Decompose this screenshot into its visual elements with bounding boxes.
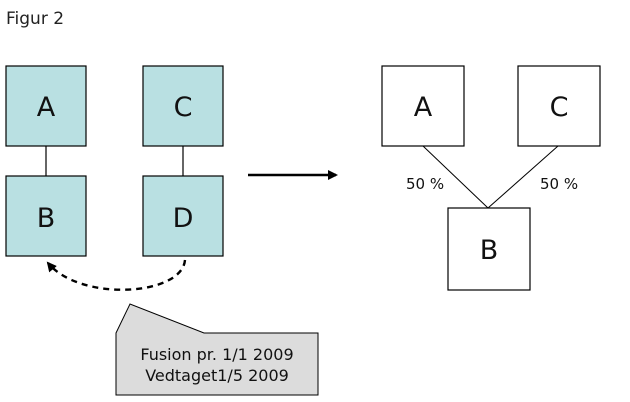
box-a-before-label: A	[37, 92, 56, 123]
box-d-before	[142, 175, 224, 257]
figure-title: Figur 2	[6, 9, 65, 29]
box-a-after-label: A	[414, 92, 433, 123]
ownership-pct-c: 50 %	[540, 175, 578, 193]
box-d-before-label: D	[173, 203, 194, 234]
box-b-before	[5, 175, 87, 257]
ownership-line-c-b	[487, 145, 559, 209]
box-c-after	[517, 65, 601, 147]
box-a-after	[381, 65, 465, 147]
box-c-before	[142, 65, 224, 147]
ownership-pct-a: 50 %	[406, 175, 444, 193]
merger-callout: Fusion pr. 1/1 2009 Vedtaget1/5 2009	[115, 303, 319, 396]
after-structure: A C B 50 % 50 %	[381, 65, 601, 291]
box-c-before-label: C	[174, 92, 193, 123]
box-a-before	[5, 65, 87, 147]
callout-line-1: Fusion pr. 1/1 2009	[140, 345, 293, 364]
merger-dashed-arrow	[46, 259, 187, 291]
box-c-after-label: C	[550, 92, 569, 123]
box-b-after	[447, 207, 531, 291]
box-b-before-label: B	[37, 203, 56, 234]
callout-shape	[115, 303, 319, 396]
before-structure: A B C D	[5, 65, 224, 291]
box-b-after-label: B	[480, 235, 499, 266]
callout-line-2: Vedtaget1/5 2009	[145, 366, 289, 385]
ownership-line-a-b	[422, 145, 489, 209]
